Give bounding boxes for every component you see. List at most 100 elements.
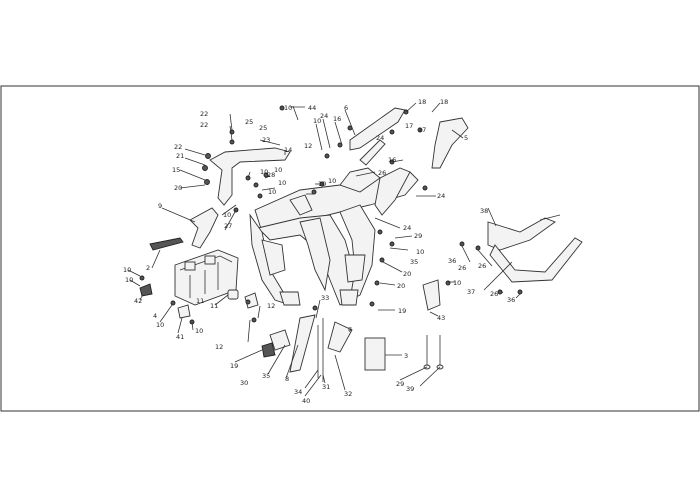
callout-22-b: 22 xyxy=(200,121,208,129)
callout-3: 3 xyxy=(404,352,408,360)
callout-20: 20 xyxy=(174,184,182,192)
callout-4: 4 xyxy=(153,312,157,320)
callout-6: 6 xyxy=(344,104,348,112)
stand-arm xyxy=(327,321,353,353)
clip-small xyxy=(139,283,153,297)
rear-subframe xyxy=(487,214,583,283)
callout-30: 30 xyxy=(240,379,248,387)
callout-26-b: 26 xyxy=(458,264,466,272)
callout-10-j: 10 xyxy=(123,266,131,274)
callout-10-b: 10 xyxy=(313,117,321,125)
callout-38: 38 xyxy=(480,207,488,215)
fasteners xyxy=(139,105,523,325)
callout-34: 34 xyxy=(294,388,302,396)
callout-26: 26 xyxy=(378,169,386,177)
callout-20-b: 20 xyxy=(403,270,411,278)
callout-10-n: 10 xyxy=(416,248,424,256)
callout-19-b: 19 xyxy=(398,307,406,315)
callout-25-b: 25 xyxy=(259,124,267,132)
callout-17-b: 17 xyxy=(418,126,426,134)
callout-22-c: 22 xyxy=(174,143,182,151)
callout-18: 18 xyxy=(418,98,426,106)
callout-12-b: 12 xyxy=(267,302,275,310)
diagram-frame xyxy=(0,85,700,412)
callout-10-k: 10 xyxy=(125,276,133,284)
callout-39: 39 xyxy=(406,385,414,393)
strip-bracket xyxy=(359,139,386,166)
callout-27: 27 xyxy=(224,222,232,230)
callout-24-b: 24 xyxy=(376,134,384,142)
callout-10-l: 10 xyxy=(156,321,164,329)
pipe-bracket xyxy=(209,147,291,206)
stand-plate xyxy=(289,314,316,373)
callout-10-f: 10 xyxy=(268,188,276,196)
main-frame xyxy=(249,167,419,306)
callout-41: 41 xyxy=(176,333,184,341)
callout-10: 10 xyxy=(284,104,292,112)
callout-24-d: 24 xyxy=(403,224,411,232)
side-bracket xyxy=(189,207,219,249)
callout-29: 29 xyxy=(396,380,404,388)
callout-24: 24 xyxy=(320,112,328,120)
callout-2: 2 xyxy=(146,264,150,272)
callout-8: 8 xyxy=(285,375,289,383)
strap-bar xyxy=(149,237,184,251)
callout-11: 11 xyxy=(196,297,204,305)
callout-5: 5 xyxy=(464,134,468,142)
callout-26-d: 26 xyxy=(490,290,498,298)
callout-10-h: 10 xyxy=(328,177,336,185)
callout-36: 36 xyxy=(448,257,456,265)
long-pins xyxy=(423,335,444,370)
callout-23: 23 xyxy=(262,136,270,144)
callout-10-c: 10 xyxy=(260,168,268,176)
callout-36-b: 36 xyxy=(507,296,515,304)
callout-10-o: 10 xyxy=(453,279,461,287)
callout-31: 31 xyxy=(322,383,330,391)
callout-10-i: 10 xyxy=(223,211,231,219)
callout-19: 19 xyxy=(230,362,238,370)
damper xyxy=(261,342,276,358)
callout-22: 22 xyxy=(200,110,208,118)
bracket-upper-left xyxy=(349,107,406,151)
callout-21: 21 xyxy=(176,152,184,160)
callout-35-b: 35 xyxy=(410,258,418,266)
callout-7: 7 xyxy=(348,326,352,334)
callout-40: 40 xyxy=(302,397,310,405)
callout-12-c: 12 xyxy=(215,343,223,351)
callout-10-d: 10 xyxy=(274,166,282,174)
bracket-upper-right xyxy=(431,117,469,169)
callout-10-e: 10 xyxy=(278,179,286,187)
callout-17: 17 xyxy=(405,122,413,130)
callout-10-m: 10 xyxy=(195,327,203,335)
callout-32: 32 xyxy=(344,390,352,398)
callout-labels: 10 44 6 18 18 5 17 17 10 24 16 24 16 22 … xyxy=(123,98,515,405)
callout-24-c: 24 xyxy=(437,192,445,200)
callout-10-g: 10 xyxy=(318,180,326,188)
rubber-pad xyxy=(364,337,386,371)
callout-26-c: 26 xyxy=(478,262,486,270)
callout-44: 44 xyxy=(308,104,316,112)
callout-42: 42 xyxy=(134,297,142,305)
callout-16: 16 xyxy=(333,115,341,123)
callout-29-b: 29 xyxy=(414,232,422,240)
callout-18-b: 18 xyxy=(440,98,448,106)
callout-12: 12 xyxy=(304,142,312,150)
callout-37: 37 xyxy=(467,288,475,296)
callout-15: 15 xyxy=(172,166,180,174)
callout-25: 25 xyxy=(245,118,253,126)
battery-tray xyxy=(174,249,239,306)
callout-9: 9 xyxy=(158,202,162,210)
callout-43: 43 xyxy=(437,314,445,322)
leader-lines xyxy=(127,102,521,397)
rear-bracket xyxy=(422,279,441,311)
callout-28: 28 xyxy=(267,171,275,179)
callout-11-b: 11 xyxy=(210,302,218,310)
callout-20-c: 20 xyxy=(397,282,405,290)
clip-bracket xyxy=(177,304,191,319)
callout-33: 33 xyxy=(321,294,329,302)
bushing xyxy=(227,289,239,300)
callout-16-b: 16 xyxy=(388,156,396,164)
callout-14: 14 xyxy=(284,146,292,154)
callout-35: 35 xyxy=(262,372,270,380)
